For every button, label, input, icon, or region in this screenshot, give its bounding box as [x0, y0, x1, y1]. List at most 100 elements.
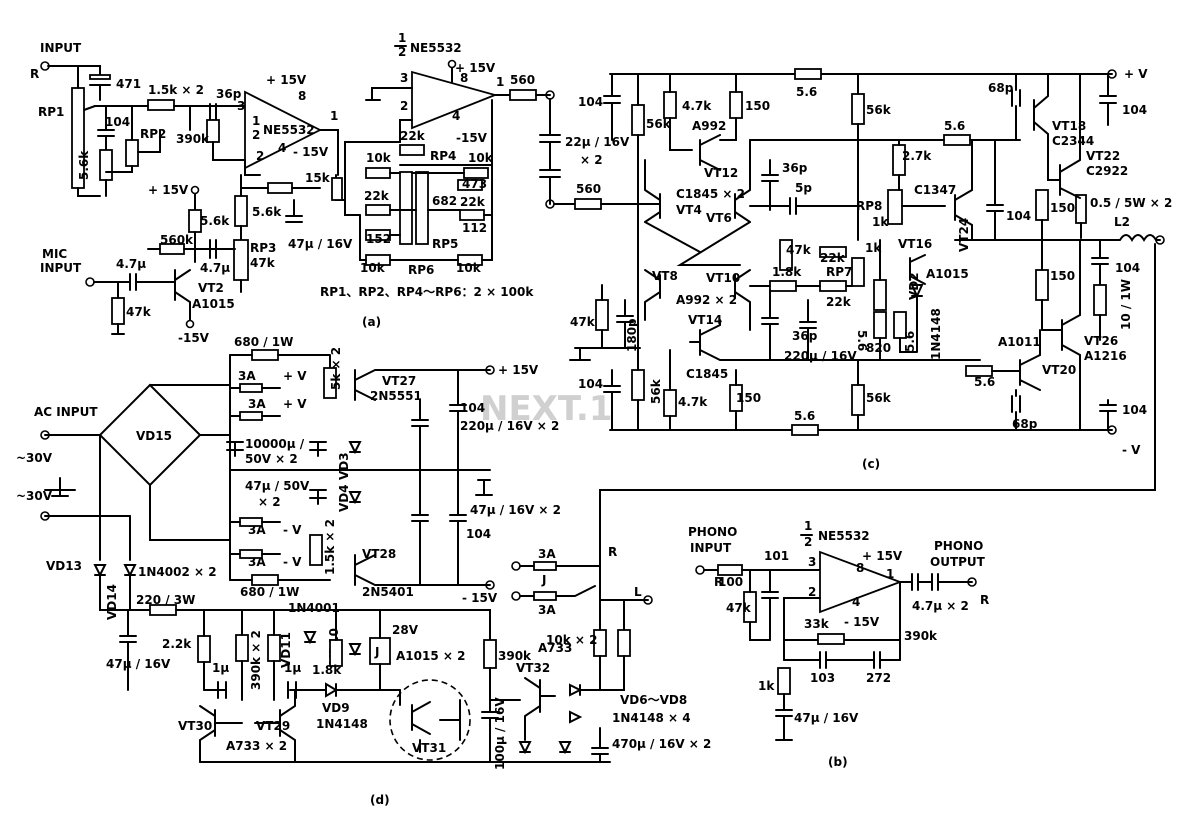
vt20-label: VT20 [1042, 363, 1076, 377]
svg-text:1N4148 × 4: 1N4148 × 4 [612, 711, 691, 725]
svg-text:3A: 3A [248, 397, 266, 411]
svg-text:2: 2 [808, 585, 816, 599]
section-b: PHONO INPUT R 100 101 47k 1 2 NE5532 + 1… [688, 519, 989, 769]
svg-text:5.6: 5.6 [944, 119, 965, 133]
r47kb-label: 47k [126, 305, 152, 319]
svg-text:R: R [980, 593, 989, 607]
svg-text:820: 820 [866, 341, 891, 355]
svg-text:1k: 1k [758, 679, 775, 693]
svg-text:+ V: + V [283, 397, 307, 411]
svg-text:A1015 × 2: A1015 × 2 [396, 649, 465, 663]
svg-text:47k: 47k [570, 315, 596, 329]
svg-text:680 / 1W: 680 / 1W [240, 585, 299, 599]
svg-text:10k: 10k [468, 151, 494, 165]
vminus-label: - V [1122, 443, 1141, 457]
section-d: VD13 VD14 1N4002 × 2 220 / 3W 47μ / 16V … [46, 434, 711, 807]
svg-text:4.7μ × 2: 4.7μ × 2 [912, 599, 969, 613]
svg-text:4: 4 [452, 109, 460, 123]
svg-text:104: 104 [1115, 261, 1140, 275]
svg-text:47k: 47k [786, 243, 812, 257]
svg-text:220μ / 16V × 2: 220μ / 16V × 2 [460, 419, 559, 433]
svg-text:22k: 22k [364, 189, 390, 203]
section-c-label: (c) [862, 457, 880, 471]
vd9-label: VD9 [322, 701, 350, 715]
r-channel-label: R [30, 67, 39, 81]
svg-text:152: 152 [366, 232, 391, 246]
svg-text:C2344: C2344 [1052, 134, 1094, 148]
a1015a-label: A1015 [192, 297, 235, 311]
svg-text:4.7k: 4.7k [682, 99, 712, 113]
r5k6b-label: 5.6k [200, 214, 230, 228]
opamp-2-vminus: -15V [456, 131, 488, 145]
vt32-label: VT32 [516, 661, 550, 675]
svg-text:28V: 28V [392, 623, 419, 637]
svg-text:470μ / 16V × 2: 470μ / 16V × 2 [612, 737, 711, 751]
svg-text:1.8k: 1.8k [312, 663, 342, 677]
svg-text:101: 101 [764, 549, 789, 563]
svg-text:104: 104 [1006, 209, 1031, 223]
svg-text:56k: 56k [866, 391, 892, 405]
rp4-label: RP4 [430, 149, 456, 163]
svg-text:~30V: ~30V [16, 451, 53, 465]
p15v-b-label: + 15V [148, 183, 189, 197]
svg-text:0.5 / 5W × 2: 0.5 / 5W × 2 [1090, 196, 1172, 210]
vd6-vd8-label: VD6～VD8 [620, 693, 687, 707]
rp8-label: RP8 [856, 199, 882, 213]
c104a-label: 104 [105, 115, 130, 129]
svg-text:33k: 33k [804, 617, 830, 631]
svg-text:473: 473 [462, 177, 487, 191]
c47ub-label: 4.7μ [200, 261, 230, 275]
vd2-label: VD2 [907, 272, 921, 300]
svg-text:390k: 390k [498, 649, 532, 663]
svg-text:A1216: A1216 [1084, 349, 1127, 363]
svg-text:150: 150 [1050, 269, 1075, 283]
rp7-label: RP7 [826, 265, 852, 279]
svg-text:10000μ /: 10000μ / [245, 437, 305, 451]
svg-text:10k × 2: 10k × 2 [546, 633, 597, 647]
phono-output-label: PHONO [934, 539, 983, 553]
svg-text:1: 1 [330, 109, 338, 123]
svg-text:104: 104 [460, 401, 485, 415]
vt30-label: VT30 [178, 719, 212, 733]
rp7-potentiometer [851, 257, 865, 287]
opamp-1 [244, 90, 322, 170]
svg-text:150: 150 [1050, 201, 1075, 215]
svg-text:47μ / 16V × 2: 47μ / 16V × 2 [470, 503, 561, 517]
svg-text:2: 2 [256, 149, 264, 163]
phono-output-terminal [967, 577, 977, 587]
mic-label: MIC [42, 247, 67, 261]
opamp-2-label: NE5532 [410, 41, 462, 55]
svg-text:5.6: 5.6 [903, 331, 917, 352]
svg-text:+ V: + V [283, 369, 307, 383]
svg-text:J: J [374, 645, 379, 659]
svg-text:47μ / 16V: 47μ / 16V [106, 657, 171, 671]
opamp-2 [411, 70, 498, 130]
svg-text:68p: 68p [1012, 417, 1038, 431]
svg-text:22k: 22k [400, 129, 426, 143]
opamp-3-label: NE5532 [818, 529, 870, 543]
svg-text:1μ: 1μ [212, 661, 229, 675]
svg-text:2: 2 [398, 45, 406, 59]
svg-text:- V: - V [283, 523, 302, 537]
power-supply: 680 / 1W 3A + V 5k × 2 VT27 2N5551 + 15V… [16, 335, 561, 605]
svg-text:2.2k: 2.2k [162, 637, 192, 651]
svg-text:3A: 3A [238, 369, 256, 383]
svg-text:5.6: 5.6 [794, 409, 815, 423]
svg-text:1N4148: 1N4148 [316, 717, 368, 731]
opamp-1-vplus: + 15V [266, 73, 307, 87]
svg-text:390k × 2: 390k × 2 [249, 630, 263, 690]
r5k6a-label: 5.6k [77, 150, 91, 180]
rp8-potentiometer [887, 189, 903, 225]
svg-text:1: 1 [496, 75, 504, 89]
vt27-label: VT27 [382, 374, 416, 388]
ac-terminal-2 [40, 511, 50, 521]
darlington-pair-outline [389, 679, 471, 761]
rp5-label: RP5 [432, 237, 458, 251]
svg-text:2: 2 [804, 535, 812, 549]
svg-text:4.7k: 4.7k [678, 395, 708, 409]
svg-text:J: J [541, 573, 546, 587]
svg-text:A733 × 2: A733 × 2 [226, 739, 287, 753]
vd4-label: VD4 [337, 484, 351, 512]
phono-input-label: PHONO [688, 525, 737, 539]
svg-text:680 / 1W: 680 / 1W [234, 335, 293, 349]
